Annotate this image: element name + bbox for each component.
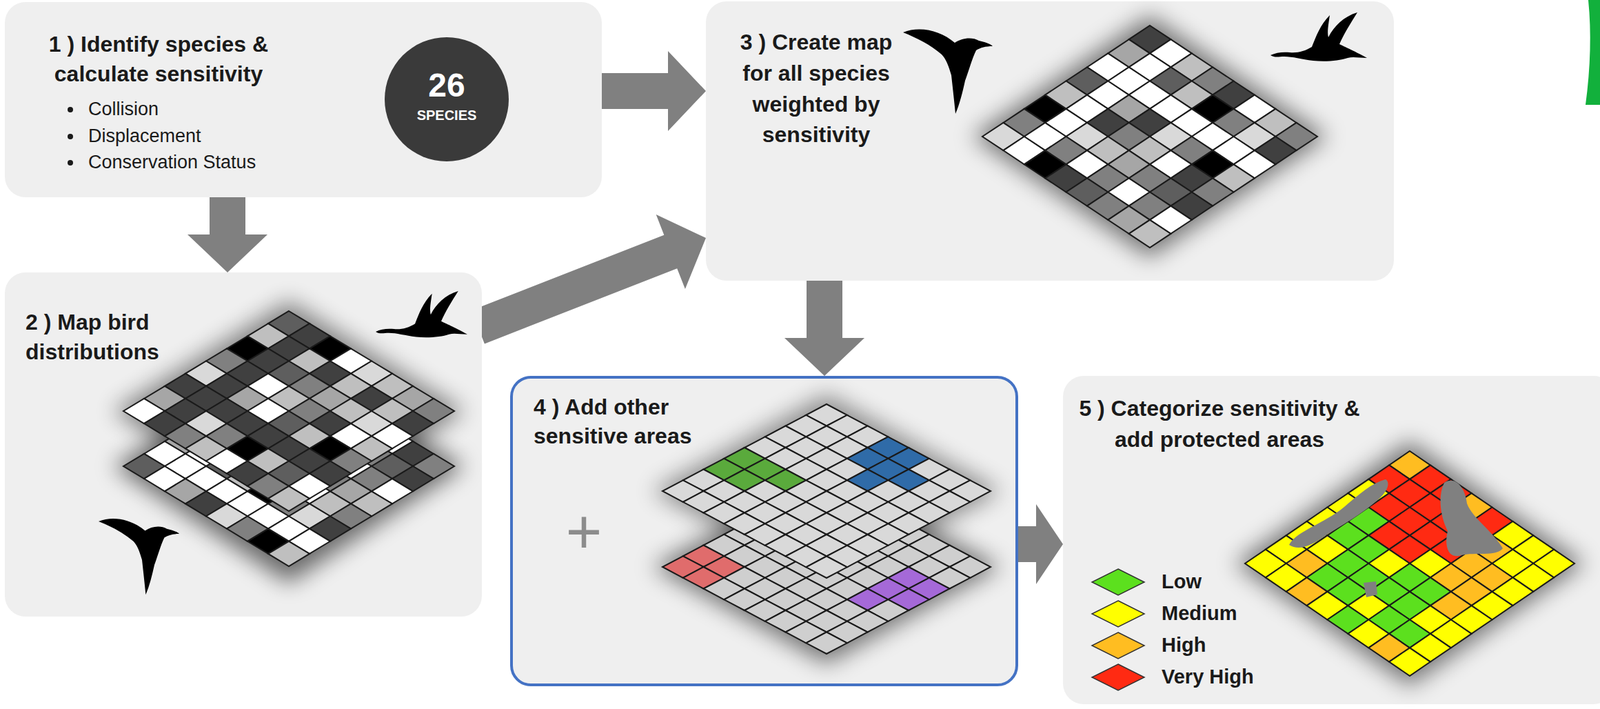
criterion-item: Conservation Status — [88, 150, 337, 176]
grid-cell — [1129, 219, 1172, 248]
block-arrow — [597, 51, 706, 131]
block-arrow — [471, 214, 706, 344]
step-box: 5 ) Categorize sensitivity & add protect… — [1062, 375, 1600, 704]
count-unit: SPECIES — [391, 107, 502, 123]
grid-cell — [268, 485, 310, 511]
protected-area — [1363, 581, 1378, 597]
step-heading: 3 ) Create map for all species weighted … — [723, 26, 910, 151]
block-arrow — [784, 276, 865, 376]
step-heading: 4 ) Add other sensitive areas — [533, 392, 727, 451]
plus-sign: + — [559, 500, 609, 563]
gull-silhouette — [903, 29, 993, 114]
legend-swatch — [1090, 599, 1146, 629]
step-heading: 5 ) Categorize sensitivity & add protect… — [1067, 392, 1372, 455]
goose-silhouette — [1270, 12, 1367, 62]
grid-group — [1244, 450, 1575, 676]
legend-swatch — [1090, 630, 1146, 660]
highlighted-step-box: 4 ) Add other sensitive areas + — [510, 375, 1019, 686]
gull-silhouette — [98, 518, 180, 595]
grid-group — [982, 25, 1318, 248]
legend-text: Medium — [1161, 603, 1238, 624]
grid-cell — [268, 541, 310, 566]
step-box: 2 ) Map bird distributions — [4, 272, 482, 617]
legend-text: High — [1161, 634, 1206, 655]
legend-swatch — [1090, 567, 1146, 597]
protected-area — [1440, 480, 1503, 556]
legend-diamond — [1091, 632, 1145, 659]
legend-diamond — [1091, 663, 1145, 691]
grid-shadow — [971, 15, 1328, 258]
block-arrow — [187, 193, 268, 273]
legend-text: Very High — [1161, 666, 1254, 687]
count-number: 26 — [391, 67, 502, 105]
count-circle: 26SPECIES — [384, 37, 509, 162]
legend-text: Low — [1161, 571, 1202, 592]
categorized-map — [1062, 375, 1600, 704]
grid-cell — [1389, 647, 1431, 676]
grid-cell — [805, 632, 848, 655]
grid-group — [123, 310, 455, 566]
grid-shadow — [652, 393, 1001, 589]
step-heading: 2 ) Map bird distributions — [25, 307, 198, 367]
legend-diamond — [1091, 600, 1145, 627]
legend-swatch — [1090, 662, 1146, 692]
grid-cell — [805, 556, 848, 579]
step-box: 3 ) Create map for all species weighted … — [705, 1, 1394, 281]
corner-accent — [1585, 0, 1600, 105]
goose-silhouette — [375, 290, 468, 338]
block-arrow — [1014, 503, 1063, 584]
step-box: 1 ) Identify species & calculate sensiti… — [4, 2, 602, 198]
protected-area — [1289, 479, 1389, 548]
grid-shadow — [1234, 440, 1585, 686]
grid-group — [662, 403, 991, 654]
criterion-item: Displacement — [88, 124, 337, 149]
grid-shadow — [652, 469, 1001, 664]
legend-diamond — [1091, 568, 1145, 595]
grid-shadow — [113, 355, 465, 584]
criterion-item: Collision — [88, 97, 337, 123]
step-heading: 1 ) Identify species & calculate sensiti… — [20, 29, 297, 89]
